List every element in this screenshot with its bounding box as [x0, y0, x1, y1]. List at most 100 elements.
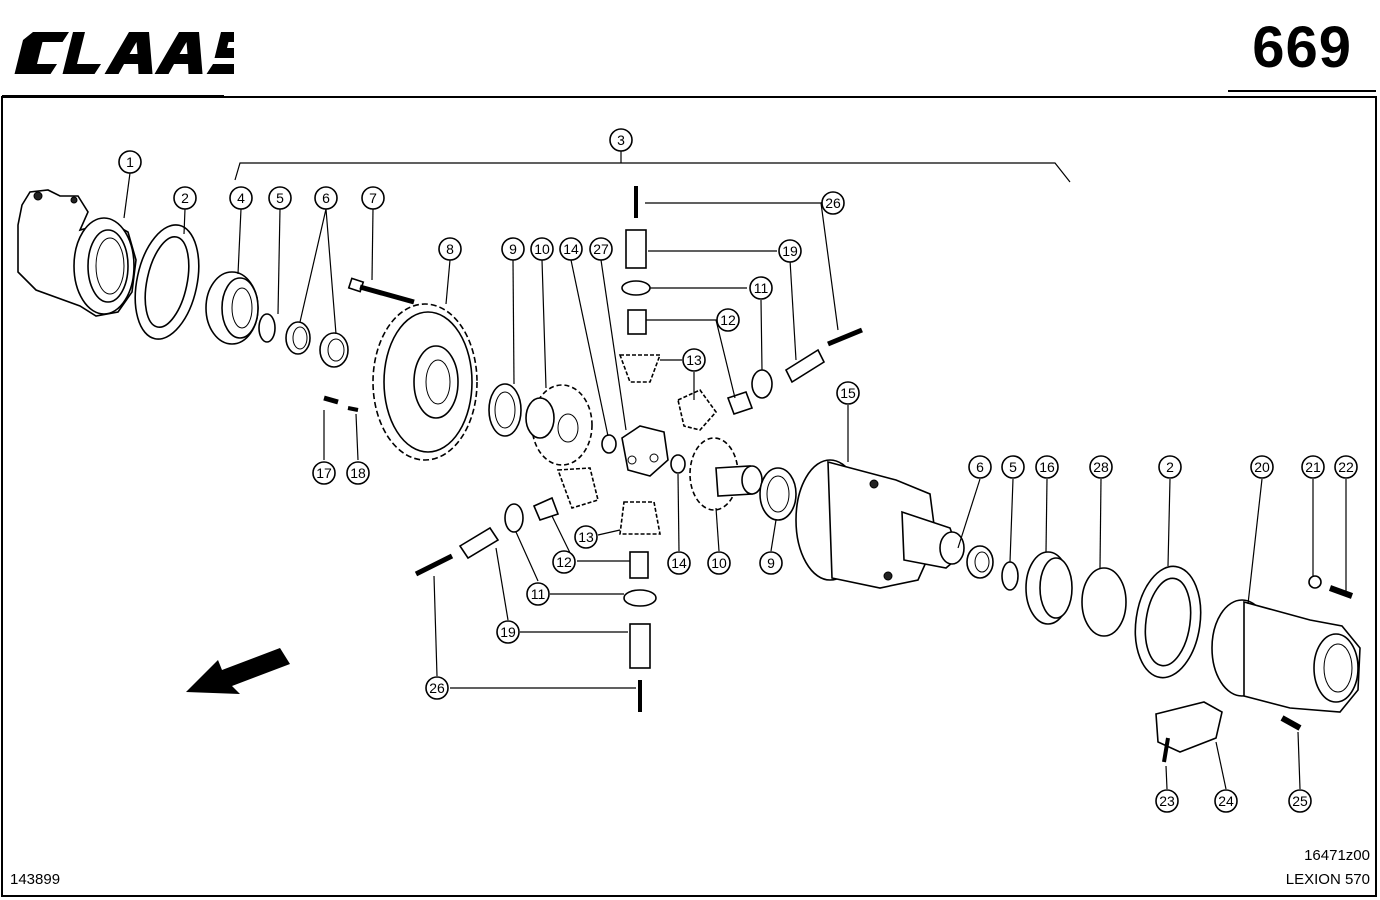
callout-21: 21 [1301, 455, 1325, 479]
spring-19-right [784, 348, 826, 384]
bearing-left [205, 271, 259, 345]
bushing-12-right [726, 390, 754, 416]
cover-24 [1155, 701, 1223, 753]
claas-logo-mark [14, 32, 262, 74]
washer-11-bottom [623, 589, 657, 607]
callout-5-right: 5 [1001, 455, 1025, 479]
svg-text:2: 2 [181, 190, 189, 206]
differential-cross-block [621, 425, 669, 477]
callout-8: 8 [438, 237, 462, 261]
svg-text:20: 20 [1254, 459, 1270, 475]
svg-text:13: 13 [578, 529, 594, 545]
bushings-left [285, 321, 349, 368]
side-gear-left [525, 384, 593, 466]
callout-13-top: 13 [682, 348, 706, 372]
ring-gear [372, 303, 478, 461]
ring-14-left [601, 434, 617, 454]
callout-14: 14 [559, 237, 583, 261]
callout-22: 22 [1334, 455, 1358, 479]
callout-5: 5 [268, 186, 292, 210]
callout-11-top: 11 [749, 276, 773, 300]
spring-19-left [458, 526, 500, 560]
svg-text:17: 17 [316, 465, 332, 481]
pin-17 [323, 395, 339, 405]
callout-6: 6 [314, 186, 338, 210]
svg-text:14: 14 [563, 241, 579, 257]
leader-lines [123, 172, 1347, 790]
svg-text:26: 26 [429, 680, 445, 696]
callout-6-right: 6 [968, 455, 992, 479]
callout-2-right: 2 [1158, 455, 1182, 479]
svg-text:4: 4 [237, 190, 245, 206]
assembly-bracket [234, 162, 1071, 183]
callout-25: 25 [1288, 789, 1312, 813]
callout-26-top: 26 [821, 191, 845, 215]
screw-23 [1162, 737, 1170, 763]
callout-2: 2 [173, 186, 197, 210]
direction-arrow [186, 648, 290, 694]
svg-text:21: 21 [1305, 459, 1321, 475]
svg-text:7: 7 [369, 190, 377, 206]
claas-logo [14, 28, 262, 78]
svg-text:8: 8 [446, 241, 454, 257]
svg-text:16: 16 [1039, 459, 1055, 475]
svg-text:23: 23 [1159, 793, 1175, 809]
callout-11-bottom: 11 [526, 582, 550, 606]
callout-24: 24 [1214, 789, 1238, 813]
svg-text:12: 12 [556, 554, 572, 570]
callout-23: 23 [1155, 789, 1179, 813]
differential-housing [795, 459, 965, 589]
svg-text:10: 10 [534, 241, 550, 257]
callout-9: 9 [501, 237, 525, 261]
callout-19-bottom: 19 [496, 620, 520, 644]
gasket-left [134, 224, 200, 340]
long-bolt [347, 277, 415, 305]
left-housing [17, 189, 137, 317]
thrust-washer-right [759, 467, 797, 521]
washer-21 [1308, 575, 1322, 589]
callout-19-top: 19 [778, 239, 802, 263]
svg-text:9: 9 [509, 241, 517, 257]
svg-text:9: 9 [767, 555, 775, 571]
pin-18 [347, 406, 359, 412]
thrust-washer-left [488, 383, 522, 437]
washer-11-right [751, 369, 773, 399]
svg-text:28: 28 [1093, 459, 1109, 475]
svg-text:11: 11 [531, 586, 546, 602]
svg-text:19: 19 [782, 243, 798, 259]
callout-3: 3 [609, 128, 633, 152]
callout-28: 28 [1089, 455, 1113, 479]
spring-19-bottom [629, 623, 651, 669]
svg-text:24: 24 [1218, 793, 1234, 809]
gasket-right [1134, 565, 1202, 679]
bolt-26-right [827, 327, 863, 347]
svg-text:26: 26 [825, 195, 841, 211]
screw-25 [1280, 715, 1302, 731]
svg-text:15: 15 [840, 385, 856, 401]
callout-10: 10 [530, 237, 554, 261]
bushing-12-left [532, 496, 560, 521]
svg-text:10: 10 [711, 555, 727, 571]
svg-text:18: 18 [350, 465, 366, 481]
svg-text:6: 6 [322, 190, 330, 206]
callout-9-right: 9 [759, 551, 783, 575]
snap-ring-left [258, 313, 276, 343]
pinion-gear-bottom [619, 501, 661, 535]
washer-11-left [504, 503, 524, 533]
callout-13-bottom: 13 [574, 525, 598, 549]
o-ring-28 [1081, 567, 1127, 637]
bolt-22 [1328, 585, 1354, 599]
callout-12-top: 12 [716, 308, 740, 332]
bolt-26-left [414, 553, 454, 577]
svg-text:2: 2 [1166, 459, 1174, 475]
svg-text:12: 12 [720, 312, 736, 328]
svg-text:3: 3 [617, 132, 625, 148]
callout-20: 20 [1250, 455, 1274, 479]
svg-text:13: 13 [686, 352, 702, 368]
right-housing [1211, 599, 1361, 713]
page-number: 669 [1252, 15, 1352, 80]
page-number-underline [1228, 90, 1376, 92]
pinion-gear-right [677, 389, 718, 431]
callout-4: 4 [229, 186, 253, 210]
